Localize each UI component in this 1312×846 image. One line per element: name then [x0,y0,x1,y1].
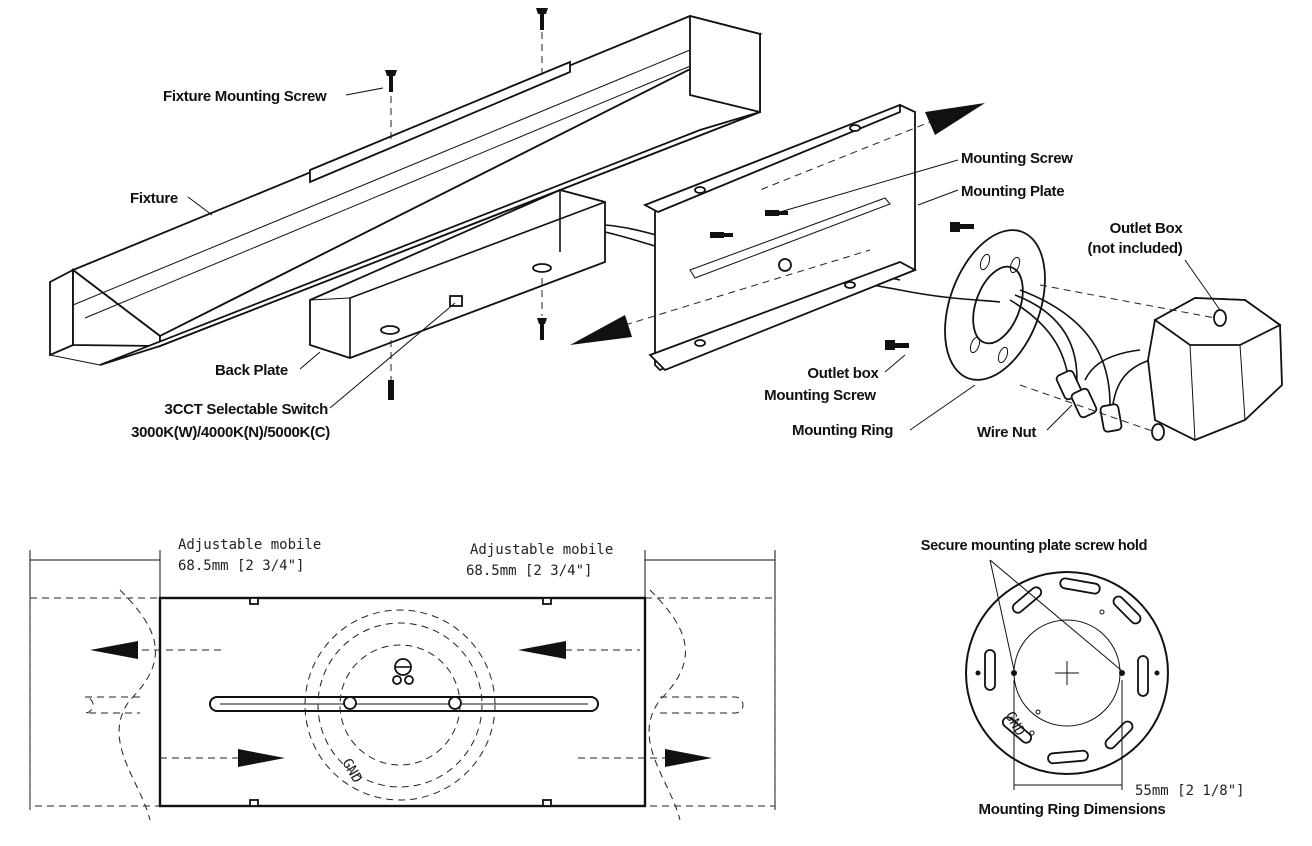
label-outlet-box-screw-line1: Outlet box [807,365,879,382]
screw-icon [537,318,547,340]
label-switch-line2: 3000K(W)/4000K(N)/5000K(C) [131,424,330,441]
back-plate [309,189,606,359]
label-fixture-mounting-screw: Fixture Mounting Screw [163,88,327,105]
ring-slots [984,577,1149,765]
label-not-included: (not included) [1088,240,1183,257]
screw-icon [950,222,974,232]
left-adjust-line1: Adjustable mobile [178,537,321,553]
screw-icon [765,210,788,216]
mounting-plate [642,103,918,372]
plate-top-view: Adjustable mobile 68.5mm [2 3/4"] Adjust… [29,537,776,821]
label-switch-line1: 3CCT Selectable Switch [165,401,329,418]
label-wire-nut: Wire Nut [977,424,1036,441]
screw-icon [536,8,548,30]
plate-gnd-label: GND [339,756,366,786]
exploded-assembly: Fixture Mounting Screw Fixture Back Plat… [49,8,1283,441]
mounting-ring-perspective [899,229,1046,381]
right-adjust-line2: 68.5mm [2 3/4"] [466,563,592,579]
leader-lines [187,87,1221,431]
label-mounting-screw: Mounting Screw [961,150,1073,167]
fixture-top-rail [309,60,571,184]
label-mounting-ring: Mounting Ring [792,422,893,439]
outlet-box [1019,284,1283,441]
screw-icon [885,340,909,350]
ring-dimension-value: 55mm [2 1/8"] [1135,783,1245,799]
label-screw-hold: Secure mounting plate screw hold [921,538,1147,554]
right-adjust-line1: Adjustable mobile [470,542,613,558]
label-back-plate: Back Plate [215,362,288,379]
label-outlet-box-screw-line2: Mounting Screw [764,387,876,404]
screw-icon [710,232,733,238]
ring-dimension-title: Mounting Ring Dimensions [979,801,1166,818]
wire-nuts [1055,369,1123,433]
ring-dimension-view: Secure mounting plate screw hold GND 55m… [921,538,1245,818]
wire-nut-icon [1099,403,1123,433]
fixture-bar [49,14,763,366]
label-mounting-plate: Mounting Plate [961,183,1064,200]
screw-icon [388,380,394,400]
selectable-switch [449,295,463,307]
ground-symbol-icon [392,658,414,685]
slide-arrows [570,103,985,345]
label-outlet-box: Outlet Box [1110,220,1184,237]
label-fixture: Fixture [130,190,178,207]
screw-icon [385,70,397,92]
left-adjust-line2: 68.5mm [2 3/4"] [178,558,304,574]
plate-mounting-screws [710,210,974,350]
fixture-mounting-screws [385,8,548,400]
wire-nut-icon [1070,387,1098,419]
